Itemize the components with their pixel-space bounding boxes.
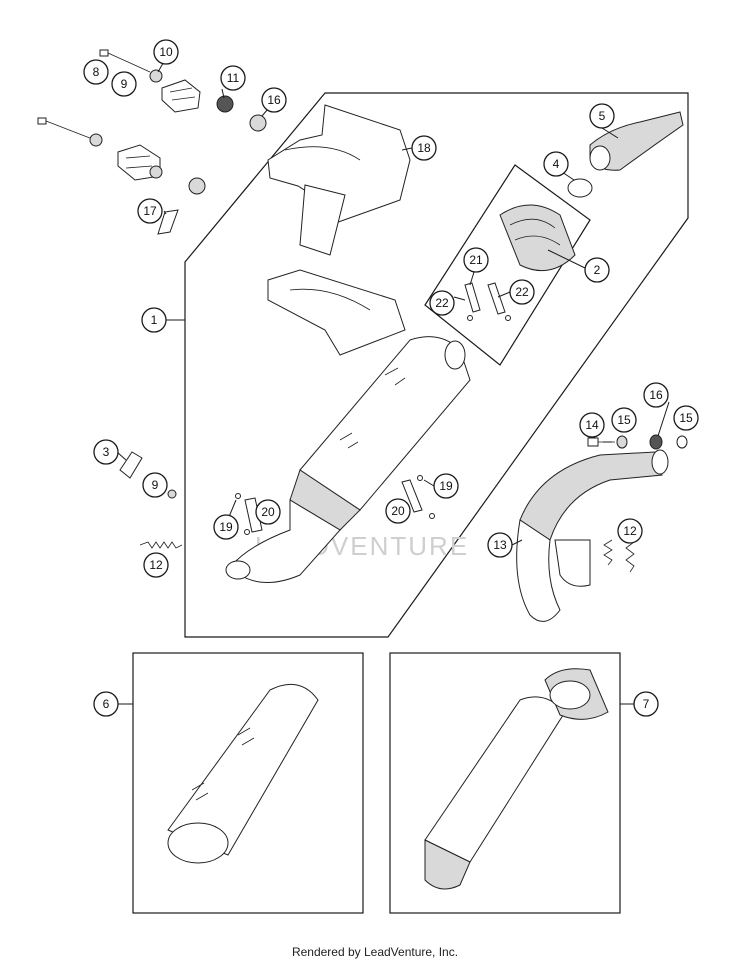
spring-12-right [603, 539, 635, 573]
svg-text:21: 21 [469, 253, 483, 267]
end-piece-5 [589, 111, 684, 171]
callout-6[interactable]: 6 [93, 691, 119, 717]
silencer-main [289, 336, 471, 531]
heat-shield-18 [267, 104, 411, 356]
silencer-6 [167, 683, 319, 864]
fastener-set-right [587, 434, 688, 450]
bracket-upper [161, 79, 201, 113]
callout-22-right[interactable]: 22 [509, 279, 535, 305]
box-silencer-6 [132, 652, 364, 914]
svg-text:3: 3 [103, 445, 110, 459]
callout-22-left[interactable]: 22 [429, 290, 455, 316]
svg-text:11: 11 [227, 71, 240, 85]
callout-12-left[interactable]: 12 [143, 552, 169, 578]
callout-2[interactable]: 2 [584, 257, 610, 283]
svg-text:9: 9 [121, 77, 128, 91]
svg-text:4: 4 [553, 157, 560, 171]
callout-15-left[interactable]: 15 [611, 407, 637, 433]
callout-9-upper[interactable]: 9 [111, 71, 137, 97]
svg-text:17: 17 [143, 204, 157, 218]
footer-credit: Rendered by LeadVenture, Inc. [291, 945, 459, 959]
callout-20-right[interactable]: 20 [385, 498, 411, 524]
grommet-11 [216, 95, 234, 113]
silencer-7 [424, 668, 609, 890]
spring-12-left [139, 541, 183, 549]
svg-text:12: 12 [149, 558, 163, 572]
callout-8[interactable]: 8 [83, 59, 109, 85]
svg-text:19: 19 [439, 479, 453, 493]
callout-11[interactable]: 11 [220, 65, 246, 91]
assembly-frame-main [184, 92, 689, 638]
callout-1[interactable]: 1 [141, 307, 167, 333]
svg-text:22: 22 [435, 296, 449, 310]
bolt-lower [37, 117, 103, 147]
callout-17[interactable]: 17 [137, 198, 163, 224]
callout-5[interactable]: 5 [589, 103, 615, 129]
svg-text:13: 13 [493, 538, 507, 552]
callout-4[interactable]: 4 [543, 151, 569, 177]
svg-text:22: 22 [515, 285, 529, 299]
callout-14[interactable]: 14 [579, 412, 605, 438]
callout-15-right[interactable]: 15 [673, 405, 699, 431]
link-pipe [225, 499, 341, 583]
callout-10[interactable]: 10 [153, 39, 179, 65]
svg-text:14: 14 [585, 418, 599, 432]
end-cap-2 [499, 204, 576, 272]
svg-text:12: 12 [623, 524, 637, 538]
callout-21[interactable]: 21 [463, 247, 489, 273]
clamp-right [401, 475, 435, 519]
callout-3[interactable]: 3 [93, 439, 119, 465]
callout-19-left[interactable]: 19 [213, 514, 239, 540]
clamp-21 [464, 282, 511, 321]
svg-text:19: 19 [219, 520, 233, 534]
callout-7[interactable]: 7 [633, 691, 659, 717]
svg-text:18: 18 [417, 141, 431, 155]
svg-text:20: 20 [391, 504, 405, 518]
svg-text:6: 6 [103, 697, 110, 711]
svg-text:10: 10 [159, 45, 173, 59]
assembly-frame-endcap [424, 164, 591, 366]
svg-text:9: 9 [152, 478, 159, 492]
callout-18[interactable]: 18 [411, 135, 437, 161]
svg-text:8: 8 [93, 65, 100, 79]
bracket-3 [119, 451, 143, 479]
callout-20-left[interactable]: 20 [255, 499, 281, 525]
svg-text:15: 15 [617, 413, 631, 427]
washer-10 [149, 69, 163, 83]
svg-text:15: 15 [679, 411, 693, 425]
callout-16-upper[interactable]: 16 [261, 87, 287, 113]
callout-16-right[interactable]: 16 [643, 382, 669, 408]
svg-text:1: 1 [151, 313, 158, 327]
clamp-left [235, 493, 263, 535]
svg-text:16: 16 [267, 93, 281, 107]
svg-text:7: 7 [643, 697, 650, 711]
callout-19-right[interactable]: 19 [433, 473, 459, 499]
bracket-17 [157, 209, 179, 235]
header-pipe-13 [516, 449, 669, 622]
grommet-16-upper [249, 114, 267, 132]
callout-9-lower[interactable]: 9 [142, 472, 168, 498]
bracket-lower [117, 144, 163, 181]
bolt-8-upper [99, 49, 151, 73]
seal-ring-4 [567, 178, 593, 198]
callout-13[interactable]: 13 [487, 532, 513, 558]
nut-9-lower [167, 489, 177, 499]
svg-text:2: 2 [594, 263, 601, 277]
box-silencer-7 [389, 652, 621, 914]
svg-text:16: 16 [649, 388, 663, 402]
svg-text:5: 5 [599, 109, 606, 123]
callout-12-right[interactable]: 12 [617, 518, 643, 544]
svg-text:20: 20 [261, 505, 275, 519]
grommet-lower [188, 177, 206, 195]
